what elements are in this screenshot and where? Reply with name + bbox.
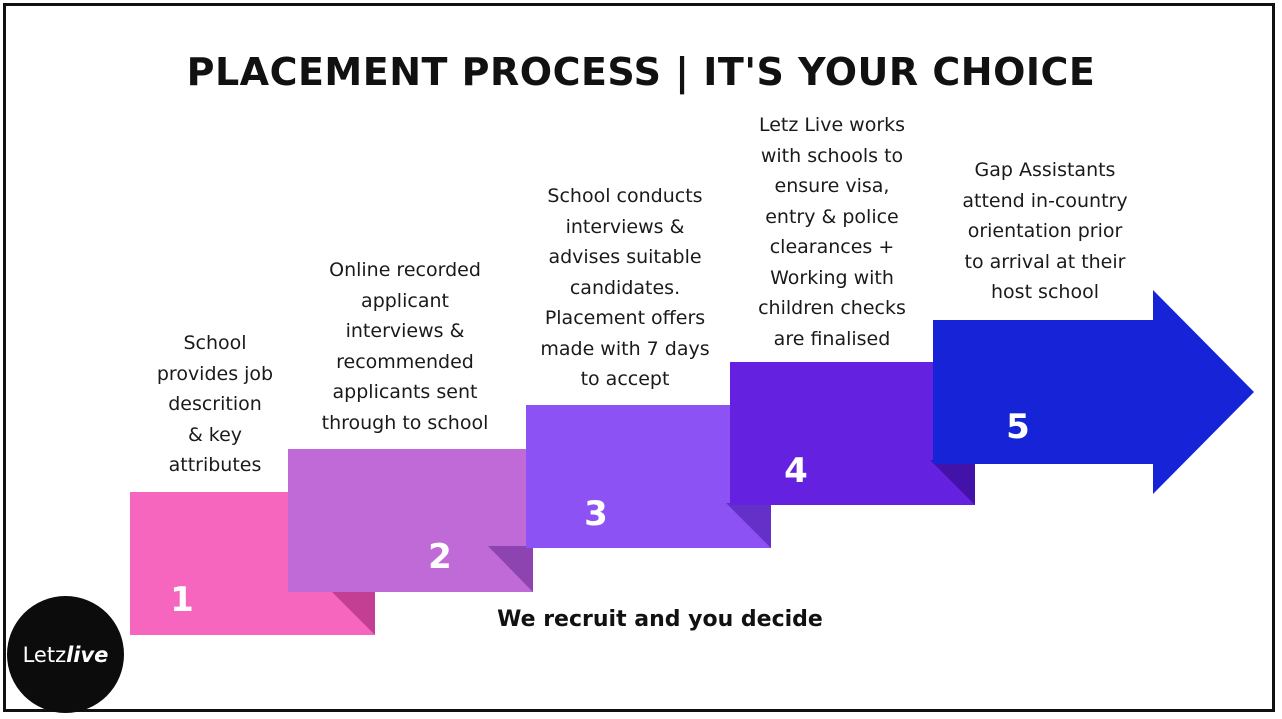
logo-text: Letzlive bbox=[23, 643, 109, 667]
step-5-number: 5 bbox=[1006, 407, 1030, 447]
tagline: We recruit and you decide bbox=[497, 607, 823, 632]
step-2-number: 2 bbox=[428, 537, 452, 577]
step-3-fold bbox=[726, 503, 771, 548]
step-3-description: School conducts interviews & advises sui… bbox=[540, 185, 710, 390]
step-1-fold bbox=[330, 590, 375, 635]
step-4-description: Letz Live works with schools to ensure v… bbox=[758, 114, 906, 350]
step-5-description: Gap Assistants attend in-country orienta… bbox=[962, 159, 1128, 303]
logo-text-live: live bbox=[66, 642, 109, 667]
step-4-fold bbox=[930, 460, 975, 505]
step-2-fold bbox=[488, 546, 533, 592]
step-4-number: 4 bbox=[784, 451, 808, 491]
step-2-description: Online recorded applicant interviews & r… bbox=[321, 259, 489, 434]
step-3-number: 3 bbox=[584, 494, 608, 534]
page-title: PLACEMENT PROCESS | IT'S YOUR CHOICE bbox=[186, 50, 1096, 94]
letz-live-logo: Letzlive bbox=[7, 596, 124, 713]
step-1-number: 1 bbox=[170, 580, 194, 620]
step-2-block bbox=[288, 449, 533, 592]
step-1-description: School provides job descrition & key att… bbox=[156, 332, 274, 476]
step-5-arrow bbox=[933, 290, 1254, 494]
logo-text-letz: Letz bbox=[22, 642, 67, 667]
